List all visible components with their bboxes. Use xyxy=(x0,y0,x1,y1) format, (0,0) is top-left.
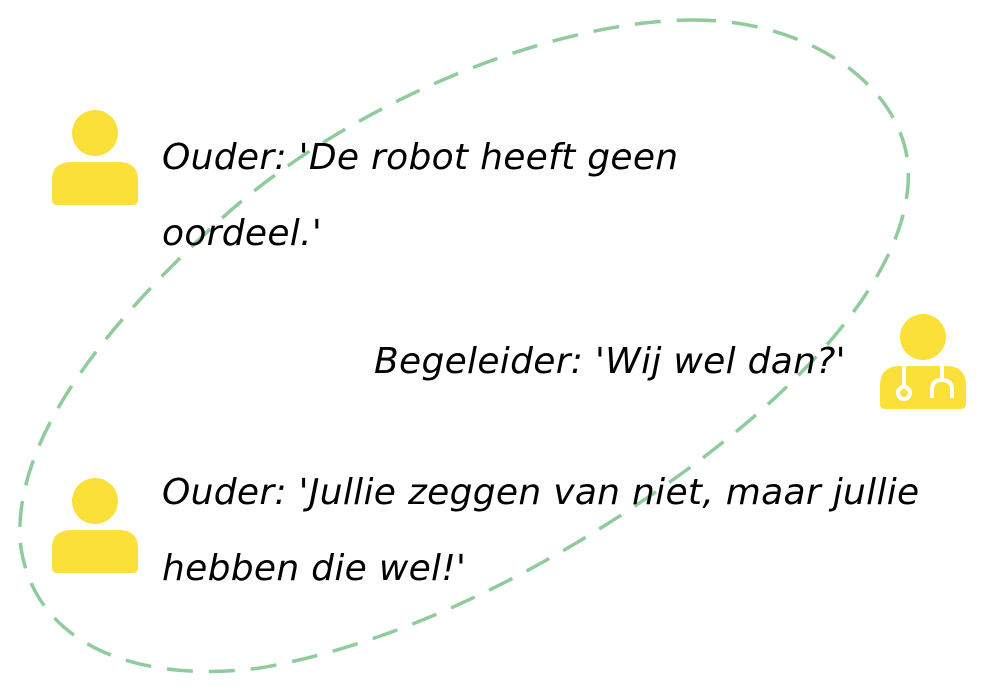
doctor-icon xyxy=(880,314,966,409)
quote-line: oordeel.' xyxy=(162,213,323,254)
quote-line: Ouder: 'De robot heeft geen xyxy=(162,137,679,178)
person-icon xyxy=(52,478,138,573)
quote-parent-2: Ouder: 'Jullie zeggen van niet, maar jul… xyxy=(162,455,920,607)
quote-parent-1: Ouder: 'De robot heeft geen oordeel.' xyxy=(162,120,678,272)
quote-line: hebben die wel!' xyxy=(162,548,467,589)
quote-counselor: Begeleider: 'Wij wel dan?' xyxy=(374,324,846,400)
person-icon xyxy=(52,110,138,205)
quote-line: Ouder: 'Jullie zeggen van niet, maar jul… xyxy=(162,472,920,513)
quote-line: Begeleider: 'Wij wel dan?' xyxy=(374,341,846,382)
